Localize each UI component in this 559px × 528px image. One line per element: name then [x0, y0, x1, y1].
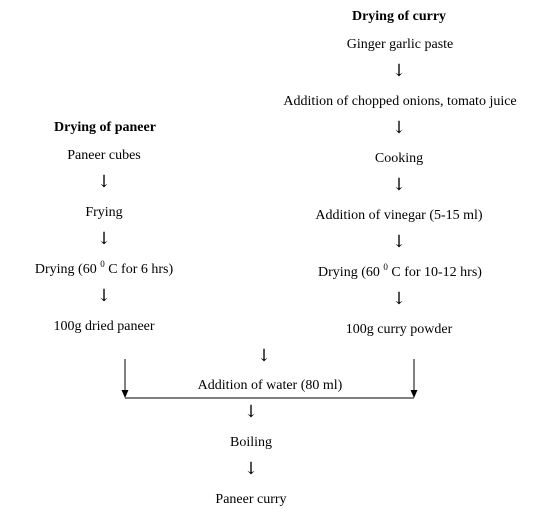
arrow-down-icon: ↓ [96, 172, 112, 192]
left-connector-arrowhead [121, 390, 129, 398]
curry-heading: Drying of curry [351, 9, 447, 24]
arrow-down-icon: ↓ [391, 175, 407, 195]
merge-step-boiling: Boiling [229, 435, 273, 450]
arrow-down-icon: ↓ [391, 118, 407, 138]
merge-step-water: Addition of water (80 ml) [197, 378, 343, 393]
arrow-down-icon: ↓ [391, 289, 407, 309]
curry-step-onions-tomato: Addition of chopped onions, tomato juice [283, 94, 517, 109]
curry-drying-detail: C for 10-12 hrs) [387, 265, 482, 280]
right-connector-arrowhead [410, 390, 418, 398]
paneer-drying-label: Drying (60 [34, 262, 101, 277]
curry-step-ginger-garlic: Ginger garlic paste [346, 37, 454, 52]
merge-step-paneer-curry: Paneer curry [215, 492, 287, 507]
curry-step-vinegar: Addition of vinegar (5-15 ml) [315, 208, 483, 223]
paneer-step-cubes: Paneer cubes [67, 148, 141, 163]
arrow-down-icon: ↓ [96, 286, 112, 306]
arrow-down-icon: ↓ [243, 402, 259, 422]
paneer-drying-detail: C for 6 hrs) [104, 262, 174, 277]
curry-drying-label: Drying (60 [318, 265, 384, 280]
arrow-down-icon: ↓ [96, 229, 112, 249]
paneer-heading: Drying of paneer [54, 120, 156, 135]
arrow-down-icon: ↓ [243, 459, 259, 479]
curry-step-cooking: Cooking [374, 151, 424, 166]
paneer-step-dried: 100g dried paneer [53, 319, 155, 334]
curry-step-drying: Drying (60 0 C for 10-12 hrs) [318, 262, 482, 282]
arrow-down-icon: ↓ [391, 232, 407, 252]
paneer-step-frying: Frying [85, 205, 123, 220]
arrow-down-icon: ↓ [391, 61, 407, 81]
paneer-step-drying: Drying (60 0 C for 6 hrs) [34, 259, 174, 279]
paneer-drying-degree: 0 [100, 259, 105, 269]
curry-drying-degree: 0 [383, 262, 388, 272]
curry-step-powder: 100g curry powder [345, 322, 453, 337]
arrow-down-icon: ↓ [256, 346, 272, 366]
